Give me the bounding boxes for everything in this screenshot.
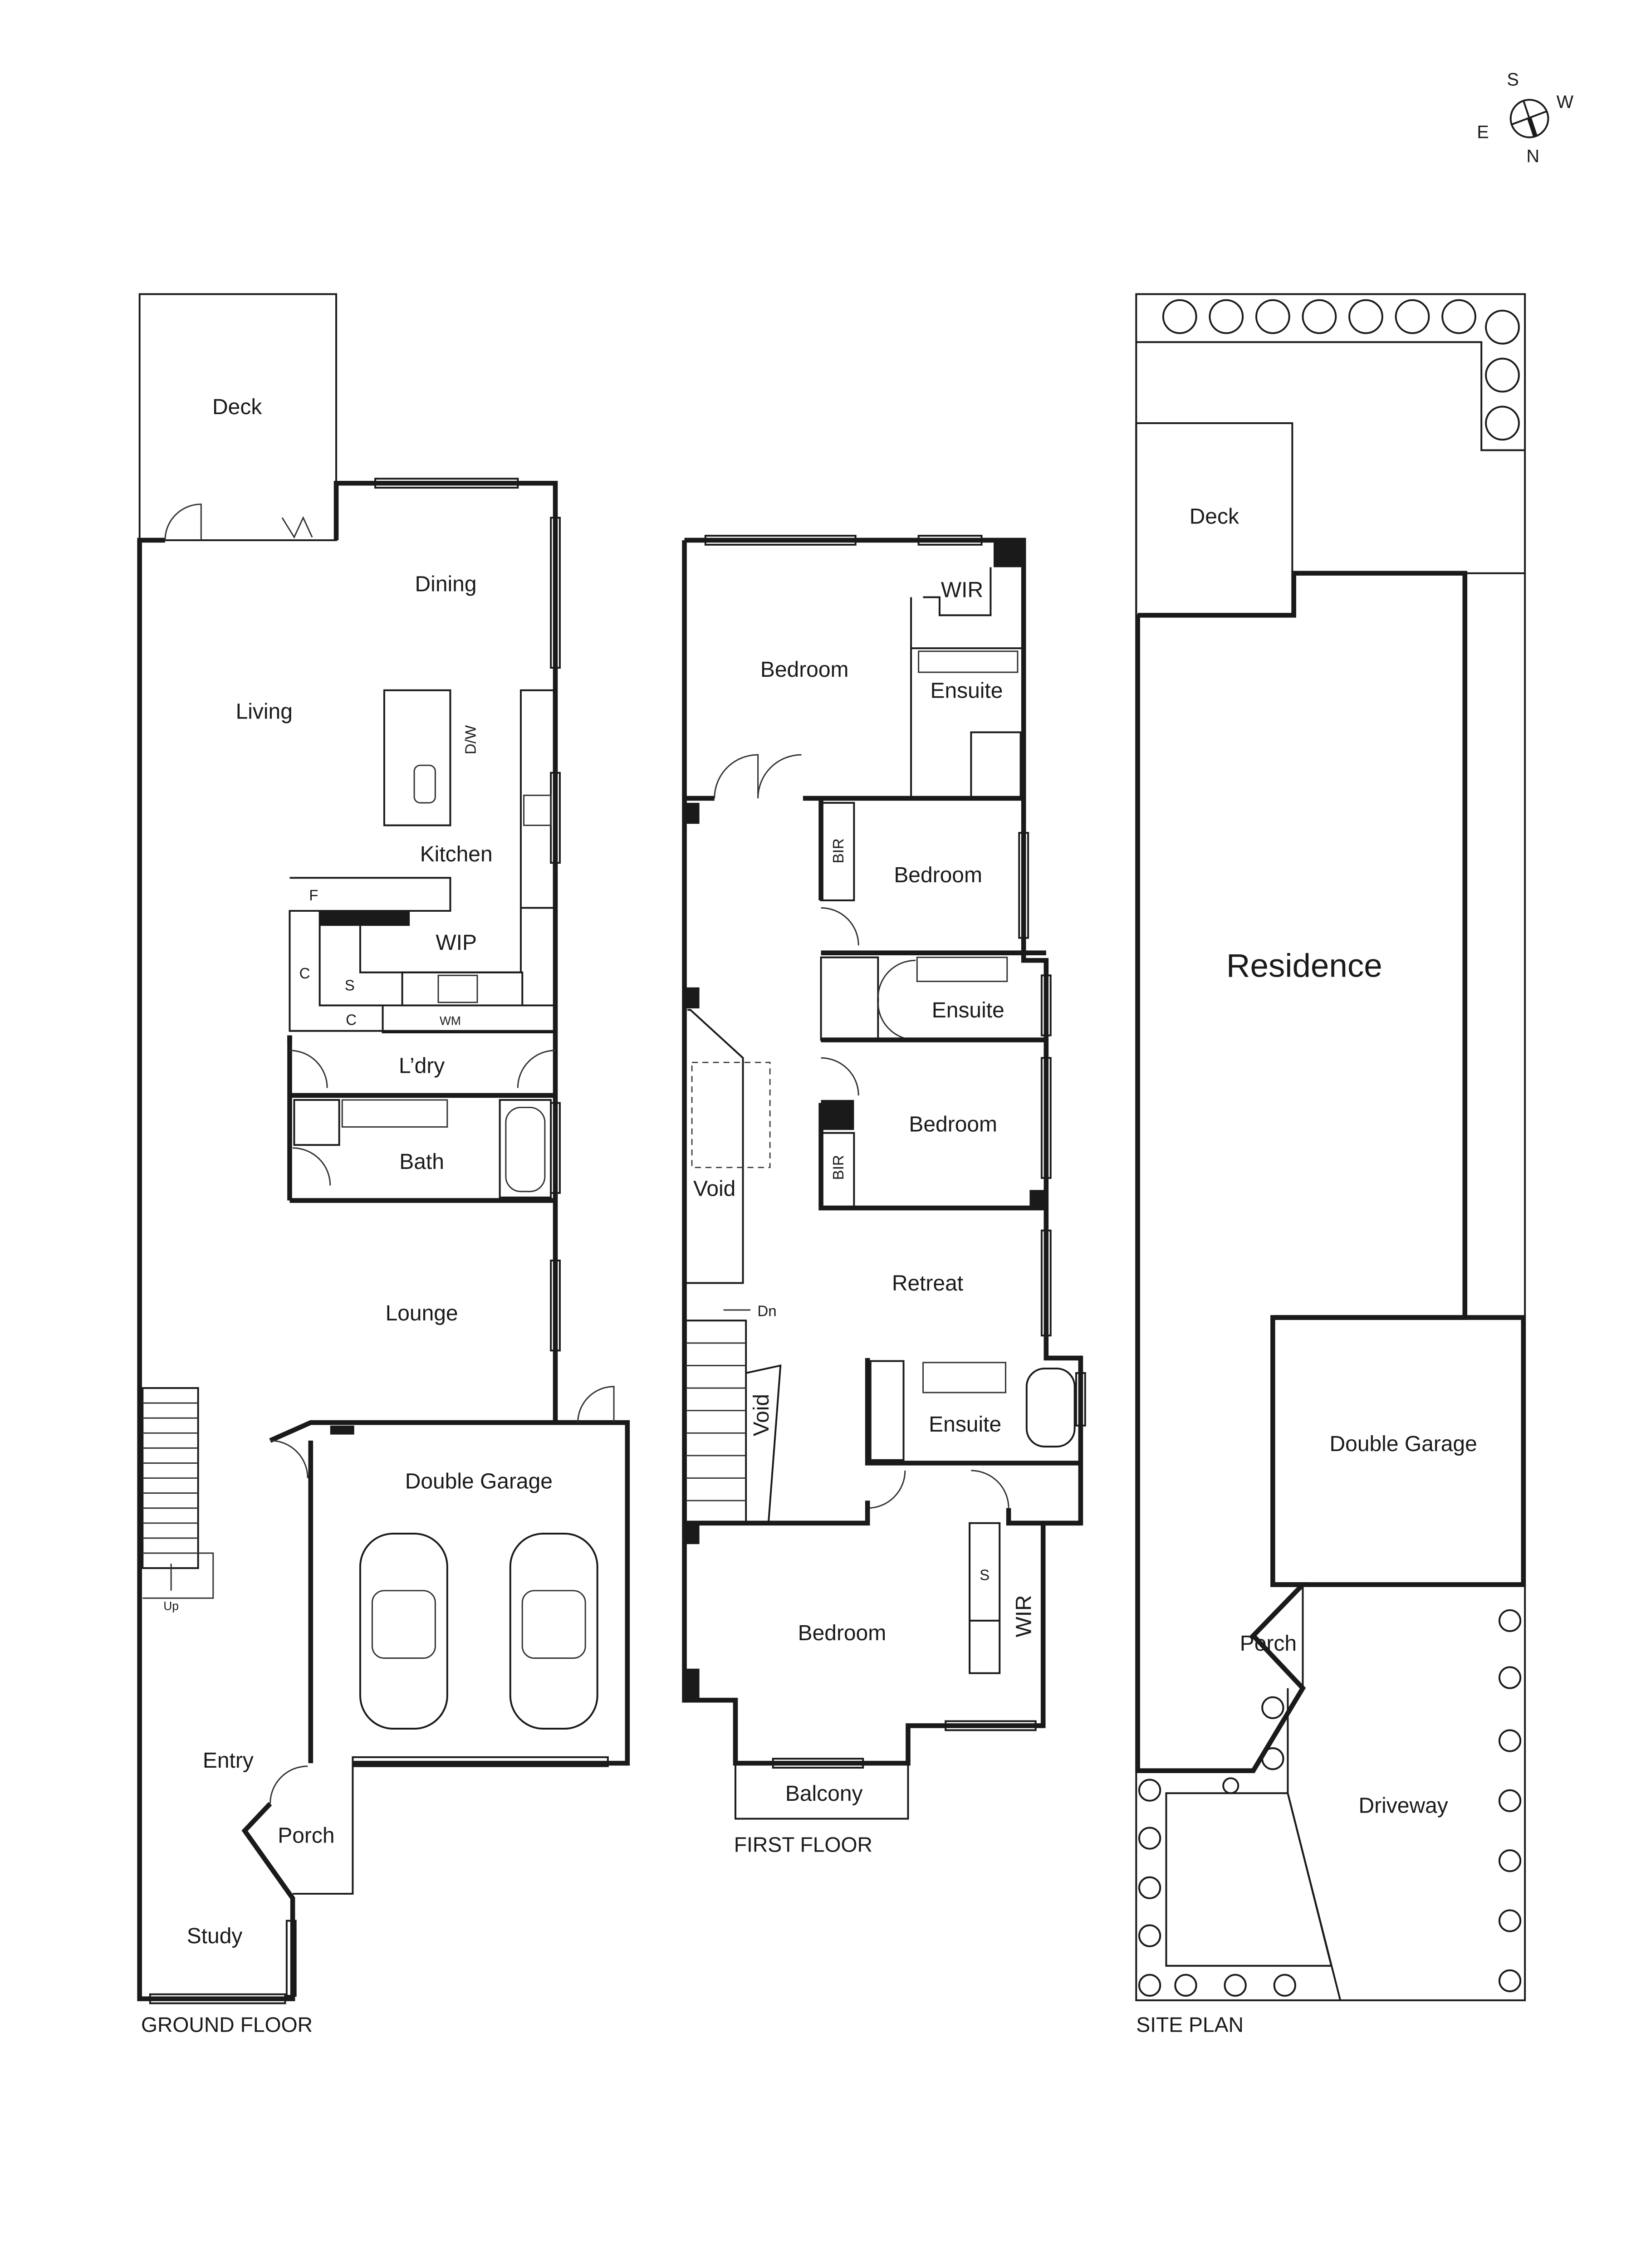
room-bedroom-1: Bedroom bbox=[760, 658, 849, 682]
fixture-shelves: S bbox=[980, 1567, 990, 1584]
compass-n: N bbox=[1526, 146, 1539, 166]
room-kitchen: Kitchen bbox=[420, 842, 493, 866]
fixture-cupboard: C bbox=[299, 965, 310, 982]
room-entry: Entry bbox=[203, 1749, 254, 1773]
fixture-washing-machine: WM bbox=[440, 1014, 461, 1027]
room-lounge: Lounge bbox=[386, 1301, 458, 1325]
site-driveway: Driveway bbox=[1359, 1794, 1448, 1818]
ground-floor-plan: Deck Dining Living Kitchen WIP L’dry Bat… bbox=[137, 293, 630, 2036]
fixture-fridge: F bbox=[309, 887, 318, 904]
stairs-down-label: Dn bbox=[757, 1303, 776, 1320]
room-wir-2: WIR bbox=[1012, 1595, 1036, 1637]
room-bir-2: BIR bbox=[830, 1155, 847, 1180]
site-porch: Porch bbox=[1240, 1632, 1297, 1656]
room-void-1: Void bbox=[693, 1177, 735, 1201]
room-balcony: Balcony bbox=[785, 1782, 863, 1806]
room-retreat: Retreat bbox=[892, 1271, 963, 1295]
room-wip: WIP bbox=[436, 931, 477, 955]
fixture-dishwasher: D/W bbox=[463, 725, 480, 754]
fixture-cupboard-2: C bbox=[346, 1012, 357, 1028]
compass-w: W bbox=[1557, 92, 1574, 112]
deck-outline bbox=[138, 293, 338, 541]
tree-icons bbox=[1138, 299, 1522, 1997]
room-ensuite-2: Ensuite bbox=[932, 998, 1004, 1022]
site-plan: Deck Residence Double Garage Porch Drive… bbox=[1135, 293, 1526, 2036]
compass-e: E bbox=[1477, 122, 1489, 142]
compass-s: S bbox=[1507, 70, 1519, 90]
room-wir-1: WIR bbox=[941, 578, 983, 602]
stairs bbox=[142, 1387, 214, 1599]
fixture-shelves: S bbox=[345, 977, 355, 994]
first-floor-plan: Bedroom WIR Ensuite Bedroom BIR Ensuite … bbox=[682, 535, 1086, 1856]
room-bir-1: BIR bbox=[830, 838, 847, 863]
room-dining: Dining bbox=[415, 572, 477, 596]
compass-icon: S W E N bbox=[1477, 70, 1573, 166]
room-void-2: Void bbox=[750, 1394, 774, 1436]
room-deck: Deck bbox=[212, 395, 262, 419]
site-residence: Residence bbox=[1226, 948, 1382, 984]
room-ensuite-1: Ensuite bbox=[930, 679, 1003, 703]
room-double-garage: Double Garage bbox=[405, 1470, 553, 1494]
room-bedroom-4: Bedroom bbox=[798, 1621, 887, 1645]
car-icon bbox=[509, 1532, 598, 1730]
room-study: Study bbox=[187, 1924, 243, 1948]
stairs-up-label: Up bbox=[163, 1599, 179, 1613]
room-bath: Bath bbox=[399, 1150, 444, 1174]
site-double-garage: Double Garage bbox=[1330, 1432, 1477, 1456]
ground-floor-title: GROUND FLOOR bbox=[141, 2013, 313, 2036]
room-living: Living bbox=[236, 700, 293, 724]
site-plan-title: SITE PLAN bbox=[1136, 2013, 1244, 2036]
room-ensuite-3: Ensuite bbox=[929, 1413, 1001, 1437]
car-icon bbox=[359, 1532, 448, 1730]
first-floor-title: FIRST FLOOR bbox=[734, 1833, 872, 1856]
room-bedroom-2: Bedroom bbox=[894, 863, 982, 887]
site-deck: Deck bbox=[1190, 505, 1239, 529]
room-porch: Porch bbox=[278, 1823, 334, 1848]
room-bedroom-3: Bedroom bbox=[909, 1112, 997, 1136]
room-laundry: L’dry bbox=[399, 1054, 445, 1078]
